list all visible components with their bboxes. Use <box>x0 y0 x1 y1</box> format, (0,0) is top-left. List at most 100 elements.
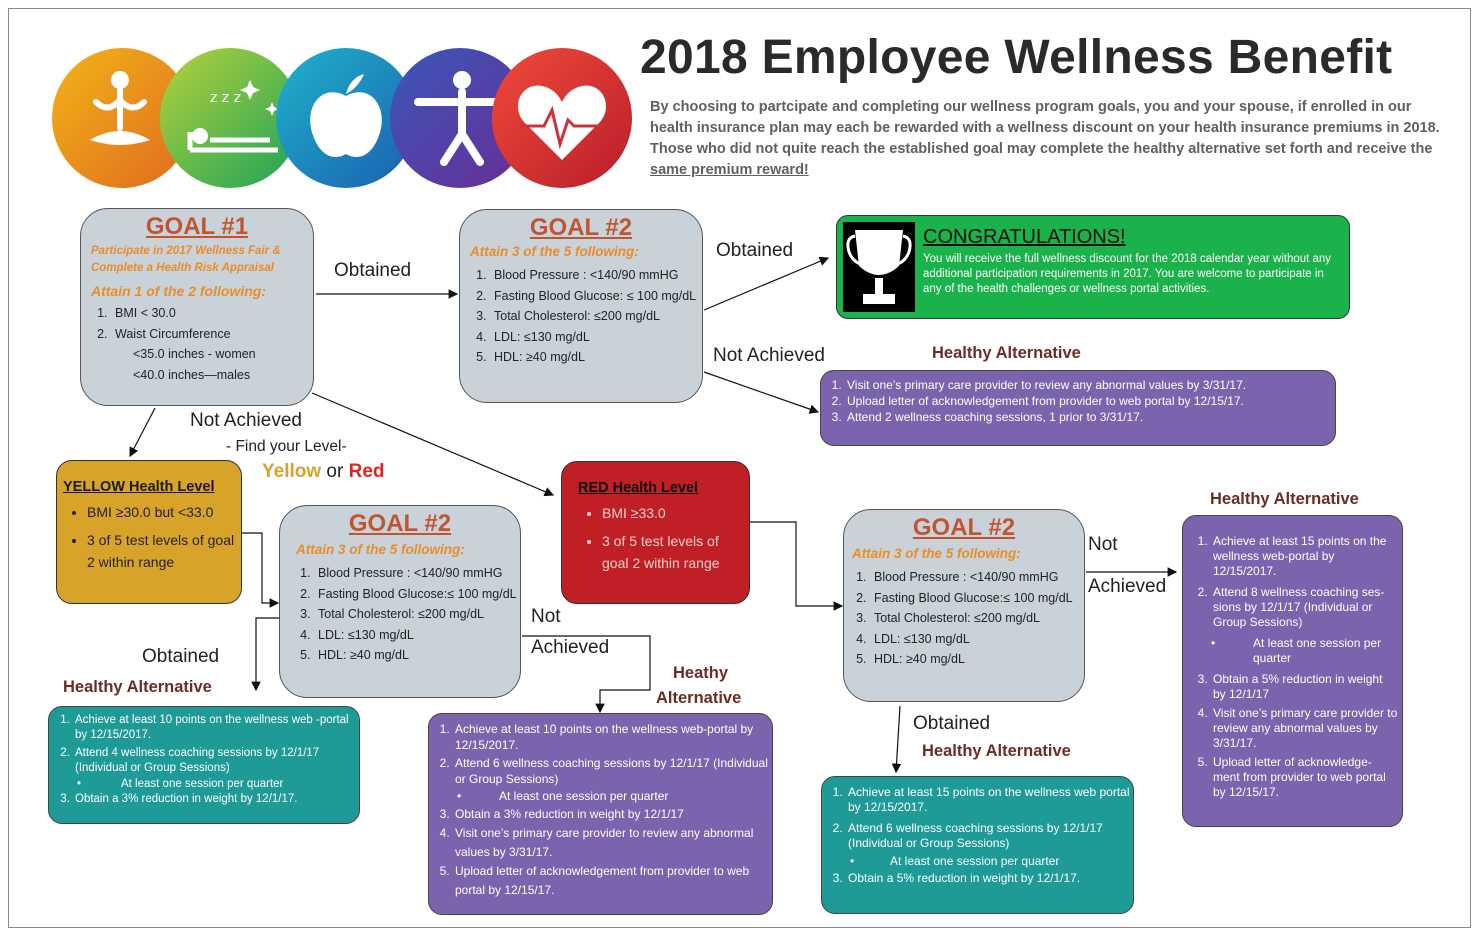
healthy-alternative-box-top: Visit one’s primary care provider to rev… <box>820 370 1336 446</box>
healthy-alternative-list-cont: Obtain a 5% reduction in weight by 12/1/… <box>822 871 1133 886</box>
list-sub-item: At least one session per quarter <box>429 787 772 805</box>
heathy-alternative-heading-1: Heathy <box>673 664 729 682</box>
list-item: Attend 8 wellness coaching ses-sions by … <box>1211 585 1398 630</box>
person-exercise-icon <box>390 48 530 188</box>
list-item: Obtain a 5% reduction in weight by 12/1/… <box>846 871 1133 886</box>
intro-text: By choosing to partcipate and completing… <box>650 99 1440 157</box>
goal2-box-top: GOAL #2 Attain 3 of the 5 following: Blo… <box>459 209 703 403</box>
list-item: Total Cholesterol: ≤200 mg/dL <box>870 608 1084 629</box>
healthy-alternative-list-cont: Obtain a 5% reduction in weight by 12/1/… <box>1183 672 1398 800</box>
list-item: Upload letter of acknowledge-ment from p… <box>1211 755 1398 800</box>
level-yellow-word: Yellow <box>262 461 322 482</box>
level-choice: Yellow or Red <box>262 461 385 483</box>
healthy-alternative-heading-yellow: Healthy Alternative <box>63 678 212 696</box>
healthy-alternative-box-yellow-not: Achieve at least 10 points on the wellne… <box>428 713 773 915</box>
list-item: Total Cholesterol: ≤200 mg/dL <box>490 306 702 327</box>
not-achieved-label-red-2: Achieved <box>1088 576 1167 597</box>
healthy-alternative-list: Achieve at least 15 points on the wellne… <box>1183 534 1398 630</box>
list-item: Attend 4 wellness coaching sessions by 1… <box>73 746 359 776</box>
healthy-alternative-list: Visit one’s primary care provider to rev… <box>821 377 1335 425</box>
not-achieved-label-goal1: Not Achieved <box>190 410 302 431</box>
heathy-alternative-heading-2: Alternative <box>656 689 742 707</box>
obtained-label-goal1: Obtained <box>334 260 412 281</box>
apple-icon <box>276 48 416 188</box>
healthy-alternative-box-red-not: Achieve at least 15 points on the wellne… <box>1182 515 1403 827</box>
healthy-alternative-heading-red: Healthy Alternative <box>922 742 1071 760</box>
goal2-attain: Attain 3 of the 5 following: <box>852 546 1021 561</box>
goal2-title: GOAL #2 <box>529 214 633 241</box>
page-title: 2018 Employee Wellness Benefit <box>640 31 1393 84</box>
red-level-title: RED Health Level <box>578 480 699 496</box>
list-item: Visit one’s primary care provider to rev… <box>453 824 772 862</box>
healthy-alternative-list: Achieve at least 15 points on the wellne… <box>822 785 1133 851</box>
list-item: HDL: ≥40 mg/dL <box>314 645 520 666</box>
list-item: Achieve at least 10 points on the wellne… <box>453 722 772 753</box>
goal1-list: BMI < 30.0 Waist Circumference <box>81 303 313 344</box>
find-level-label: - Find your Level- <box>226 438 347 455</box>
goal1-subtitle: Participate in 2017 Wellness Fair & Comp… <box>91 245 281 274</box>
yellow-level-title: YELLOW Health Level <box>63 479 215 495</box>
list-item: Upload letter of acknowledgement from pr… <box>453 862 772 900</box>
goal1-title: GOAL #1 <box>145 213 249 240</box>
list-item: LDL: ≤130 mg/dL <box>870 629 1084 650</box>
healthy-alternative-list: Achieve at least 10 points on the wellne… <box>429 722 772 787</box>
obtained-label-goal2: Obtained <box>716 240 794 261</box>
list-item: <40.0 inches—males <box>133 367 251 382</box>
goal1-sublist: <35.0 inches - women <40.0 inches—males <box>81 344 313 385</box>
list-item: BMI ≥33.0 <box>602 502 749 524</box>
list-item: HDL: ≥40 mg/dL <box>490 347 702 368</box>
list-item: Obtain a 3% reduction in weight by 12/1/… <box>73 792 359 807</box>
goal2-list: Blood Pressure : <140/90 mmHG Fasting Bl… <box>460 265 702 368</box>
list-item: BMI ≥30.0 but <33.0 <box>87 501 241 523</box>
goal2-list: Blood Pressure : <140/90 mmHG Fasting Bl… <box>280 563 520 666</box>
healthy-alternative-list-cont: Obtain a 3% reduction in weight by 12/1/… <box>429 805 772 900</box>
list-sub-item: At least one session per quarter <box>49 776 359 792</box>
goal2-title: GOAL #2 <box>912 514 1016 541</box>
red-level-box: RED Health Level BMI ≥33.0 3 of 5 test l… <box>561 461 750 604</box>
congratulations-title: CONGRATULATIONS! <box>923 226 1126 248</box>
yellow-level-box: YELLOW Health Level BMI ≥30.0 but <33.0 … <box>56 460 242 604</box>
list-item: Achieve at least 15 points on the wellne… <box>846 785 1133 815</box>
sleep-icon: z z z <box>160 48 300 188</box>
goal2-box-red: GOAL #2 Attain 3 of the 5 following: Blo… <box>843 509 1085 702</box>
congratulations-box: CONGRATULATIONS! You will receive the fu… <box>836 215 1350 319</box>
obtained-label-red: Obtained <box>913 713 991 734</box>
list-item: Waist Circumference <box>111 324 313 345</box>
list-item: Blood Pressure : <140/90 mmHG <box>870 567 1084 588</box>
congratulations-body: You will receive the full wellness disco… <box>923 253 1332 295</box>
list-item: LDL: ≤130 mg/dL <box>314 625 520 646</box>
level-red-word: Red <box>348 461 385 482</box>
list-item: HDL: ≥40 mg/dL <box>870 649 1084 670</box>
not-achieved-label-yellow-1: Not <box>531 606 561 627</box>
red-level-list: BMI ≥33.0 3 of 5 test levels of goal 2 w… <box>578 502 749 574</box>
list-item: Achieve at least 15 points on the wellne… <box>1211 534 1398 579</box>
goal2-attain: Attain 3 of the 5 following: <box>296 542 465 557</box>
list-item: BMI < 30.0 <box>111 303 313 324</box>
not-achieved-label-goal2: Not Achieved <box>713 345 825 366</box>
yellow-level-list: BMI ≥30.0 but <33.0 3 of 5 test levels o… <box>63 501 241 573</box>
level-or-word: or <box>326 461 344 482</box>
intro-emphasis: same premium reward! <box>650 162 809 178</box>
list-item: Fasting Blood Glucose: ≤ 100 mg/dL <box>490 286 702 307</box>
page-frame <box>8 8 1471 928</box>
svg-text:z z z: z z z <box>210 90 241 106</box>
list-item: Attend 6 wellness coaching sessions by 1… <box>453 756 772 787</box>
list-sub-item: At least one session per quarter <box>822 851 1133 871</box>
goal2-list: Blood Pressure : <140/90 mmHG Fasting Bl… <box>844 567 1084 670</box>
list-item: Fasting Blood Glucose:≤ 100 mg/dL <box>870 588 1084 609</box>
goal2-attain: Attain 3 of the 5 following: <box>470 244 639 259</box>
goal1-box: GOAL #1 Participate in 2017 Wellness Fai… <box>80 208 314 406</box>
list-item: Blood Pressure : <140/90 mmHG <box>314 563 520 584</box>
intro-paragraph: By choosing to partcipate and completing… <box>650 97 1450 181</box>
list-item: Total Cholesterol: ≤200 mg/dL <box>314 604 520 625</box>
list-item: Achieve at least 10 points on the wellne… <box>73 713 359 743</box>
list-item: Attend 6 wellness coaching sessions by 1… <box>846 821 1133 851</box>
list-item: Attend 2 wellness coaching sessions, 1 p… <box>845 409 1335 425</box>
yoga-meditation-icon <box>52 48 192 188</box>
list-item: Visit one’s primary care provider to rev… <box>1211 706 1398 751</box>
list-item: Visit one’s primary care provider to rev… <box>845 377 1335 393</box>
goal2-box-yellow: GOAL #2 Attain 3 of the 5 following: Blo… <box>279 505 521 698</box>
list-item: <35.0 inches - women <box>133 347 256 361</box>
obtained-label-yellow: Obtained <box>142 646 220 667</box>
healthy-alternative-list-cont: Obtain a 3% reduction in weight by 12/1/… <box>49 792 359 807</box>
